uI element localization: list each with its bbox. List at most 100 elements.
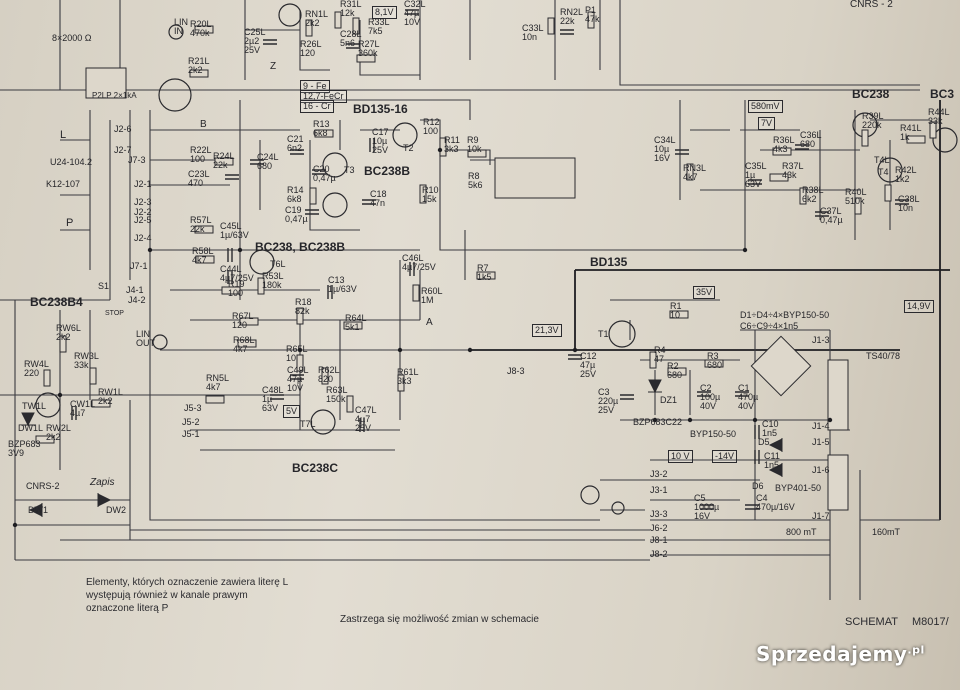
comp-r10: R10 15k [422,185,439,204]
resistor [587,11,595,29]
comp-r2: R2 680 [667,361,683,380]
resistor [861,129,869,147]
comp-rw6l: RW6L 2k2 [56,323,81,342]
capacitor [362,199,376,205]
conn-j5-3: J5-3 [184,403,202,413]
junction [397,347,403,353]
capacitor [700,504,714,510]
lamp-symbol [611,501,625,515]
label-c6-c9: C6÷C9÷4×1n5 [740,321,799,331]
comp-r9: R9 10k [467,135,482,154]
label-cnrs2-left: CNRS-2 [26,481,60,491]
resistor [91,399,111,408]
comp-c37l: C37L 0,47µ [820,206,843,225]
capacitor [290,374,304,380]
comp-c2: C2 100µ 40V [700,383,721,411]
capacitor [312,169,326,175]
capacitor [560,29,574,35]
label-fecr: 12,7-FeCr [300,90,347,103]
conn-j1-6: J1-6 [812,465,830,475]
wire [299,10,330,71]
capacitor [250,159,264,165]
comp-c19: C19 0,47µ [285,205,308,224]
comp-r36l: R36L 4k3 [773,135,795,154]
capacitor [263,39,277,45]
comp-r53l: R53L 180k [262,271,284,290]
comp-r26l: R26L 120 [300,39,322,58]
label-cnrs2-top: CNRS - 2 [850,0,893,10]
conn-j4-1: J4-1 [126,285,144,295]
comp-c45l: C45L 1µ/63V [220,221,249,240]
conn-j1-7: J1-7 [812,511,830,521]
resistor [854,197,862,215]
transformer-core-2 [827,454,849,511]
comp-c18: C18 47n [370,189,387,208]
label-bc-top-right: BC3 [930,87,955,101]
lin-in-jack [168,24,184,40]
conn-j8-2: J8-2 [650,549,668,559]
comp-c44l: C44L 4µ7/25V [220,264,254,283]
resistor [704,359,724,368]
resistor [419,184,427,204]
footnote-line-2: występują również w kanale prawym [86,590,248,601]
wire [300,99,471,120]
label-bd135: BD135 [590,255,628,269]
comp-r44l: R44L 33k [928,107,950,126]
resistor [194,25,214,34]
comp-rn2l: RN2L 22k [560,7,584,26]
comp-c1: C1 470µ 40V [738,383,759,411]
comp-dw1l: DW1L [18,423,44,433]
resistor [667,367,687,376]
conn-j2-7: J2-7 [114,145,132,155]
comp-dz1: DZ1 [660,395,678,405]
comp-r7: R7 1k5 [477,263,492,282]
comp-c28l: C28L 5n6 [340,29,362,48]
capacitor [290,149,304,155]
label-stop: STOP [105,310,124,317]
diode-d5 [768,438,783,452]
conn-j3-3: J3-3 [650,509,668,519]
comp-c13: C13 1µ/63V [328,275,357,294]
comp-c17: C17 10µ 25V [372,127,389,155]
label-u24: U24-104.2 [50,157,93,167]
label-d1-d4: D1÷D4÷4×BYP150-50 [740,310,830,320]
label-bc238b: BC238B [364,164,411,178]
changes-note: Zastrzega się możliwość zmian w schemaci… [340,614,539,625]
label-800mt: 800 mT [786,527,817,537]
capacitor [71,406,77,420]
resistor [296,307,304,325]
comp-r22l: R22L 100 [190,145,212,164]
junction [752,417,758,423]
capacitor [754,450,760,464]
conn-j2-2: J2-2 [134,207,152,217]
resistor [334,11,342,29]
conn-l: L [60,129,67,141]
capacitor [748,179,762,185]
comp-c5: C5 1000µ 16V [694,493,720,521]
capacitor [359,418,365,432]
capacitor [754,425,760,439]
diode-dw1l [21,412,35,427]
bridge-rectifier [750,335,812,397]
capacitor [305,209,319,215]
transformer-core [827,359,849,431]
model-label: M8017/ [912,616,949,628]
conn-j2-1: J2-1 [134,179,152,189]
comp-rn1l: RN1L 2k2 [305,9,329,28]
capacitor [895,199,909,205]
tube-socket [158,78,192,112]
comp-r4: R4 47 [654,345,666,364]
resistor [412,284,420,302]
comp-c25l: C25L 2µ2 25V [244,27,266,55]
resistor [239,317,259,326]
comp-dw1: DW1 [28,505,48,515]
lin-out-jack [152,334,168,350]
comp-r62l: R62L 820 [318,365,340,384]
comp-r19: R19 100 [228,279,245,298]
voltage-8-1v: 8,1V [372,6,397,19]
wire [420,100,746,251]
junction [827,417,833,423]
capacitor [675,149,689,155]
capacitor [697,391,711,397]
wire [149,420,600,521]
